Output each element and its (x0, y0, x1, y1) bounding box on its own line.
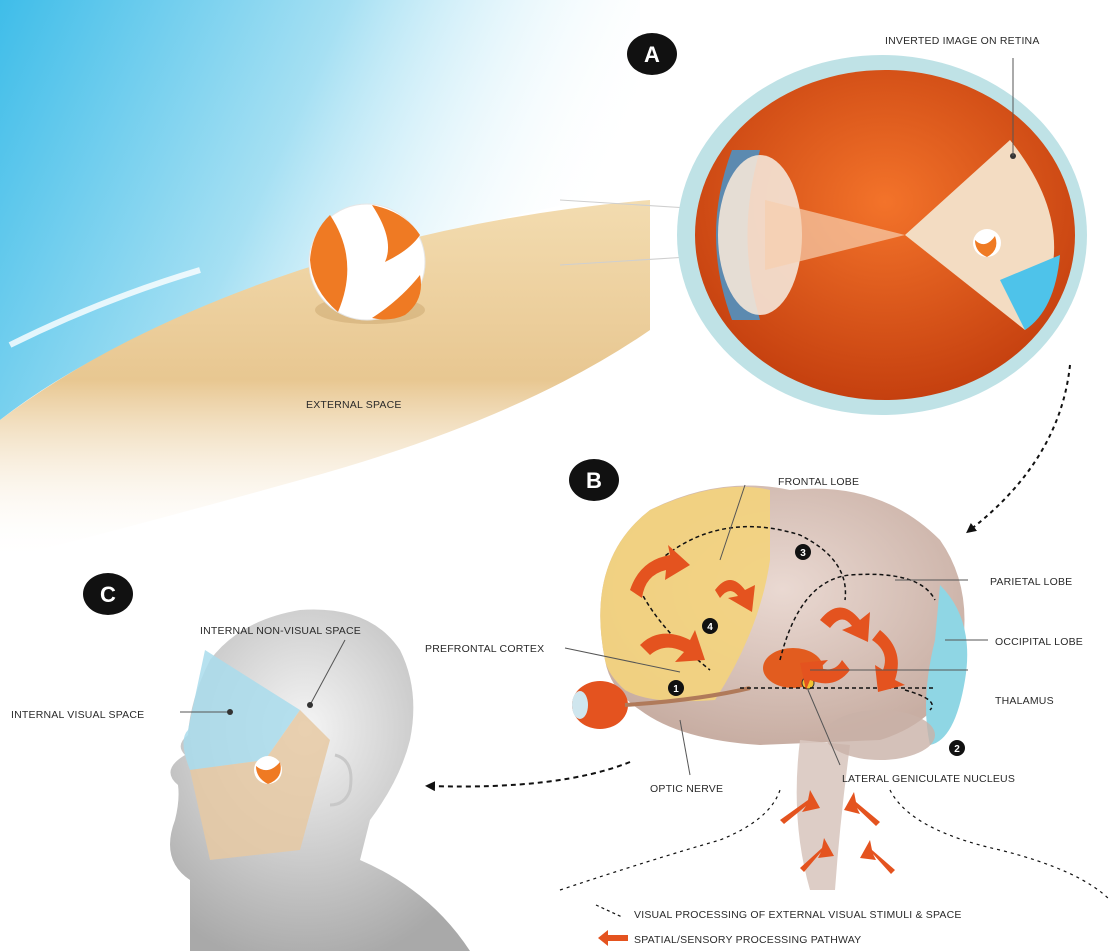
step-4-text: 4 (707, 622, 713, 633)
step-1: 1 (668, 680, 684, 696)
nonvisual-pointer-dot (307, 702, 313, 708)
label-prefrontal-cortex: PREFRONTAL CORTEX (425, 643, 544, 655)
badge-c: C (83, 573, 133, 615)
label-frontal-lobe: FRONTAL LOBE (778, 476, 859, 488)
legend-dashed-icon (596, 905, 622, 917)
label-inverted-image: INVERTED IMAGE ON RETINA (885, 35, 1040, 47)
label-optic-nerve: OPTIC NERVE (650, 783, 723, 795)
label-occipital-lobe: OCCIPITAL LOBE (995, 636, 1083, 648)
label-internal-non-visual: INTERNAL NON-VISUAL SPACE (200, 625, 361, 637)
legend-spatial-text: SPATIAL/SENSORY PROCESSING PATHWAY (634, 934, 861, 946)
legend-orange-arrow-icon (598, 930, 628, 946)
step-4: 4 (702, 618, 718, 634)
badge-b: B (569, 459, 619, 501)
badge-a: A (627, 33, 677, 75)
legend: VISUAL PROCESSING OF EXTERNAL VISUAL STI… (596, 905, 962, 946)
up-arrow-3 (844, 792, 880, 826)
step-3-text: 3 (800, 548, 806, 559)
head (170, 610, 470, 951)
badge-c-text: C (100, 582, 116, 607)
cerebellum (825, 710, 935, 760)
label-thalamus: THALAMUS (995, 695, 1054, 707)
badge-b-text: B (586, 468, 602, 493)
beach-scene (0, 0, 650, 560)
label-internal-visual: INTERNAL VISUAL SPACE (11, 709, 144, 721)
badge-a-text: A (644, 42, 660, 67)
step-1-text: 1 (673, 684, 679, 695)
step-2: 2 (949, 740, 965, 756)
beach-ball-icon (309, 204, 425, 320)
step-2-text: 2 (954, 744, 960, 755)
brain-to-head-arrow (430, 762, 630, 787)
label-parietal-lobe: PARIETAL LOBE (990, 576, 1072, 588)
mental-ball-icon (254, 756, 282, 784)
eyeball (677, 55, 1087, 415)
retina-ball-icon (973, 229, 1001, 257)
legend-visual-text: VISUAL PROCESSING OF EXTERNAL VISUAL STI… (634, 909, 962, 921)
up-arrow-4 (860, 840, 895, 874)
step-3: 3 (795, 544, 811, 560)
label-external-space: EXTERNAL SPACE (306, 399, 402, 411)
label-lgn: LATERAL GENICULATE NUCLEUS (842, 773, 1015, 785)
visual-pointer-dot (227, 709, 233, 715)
